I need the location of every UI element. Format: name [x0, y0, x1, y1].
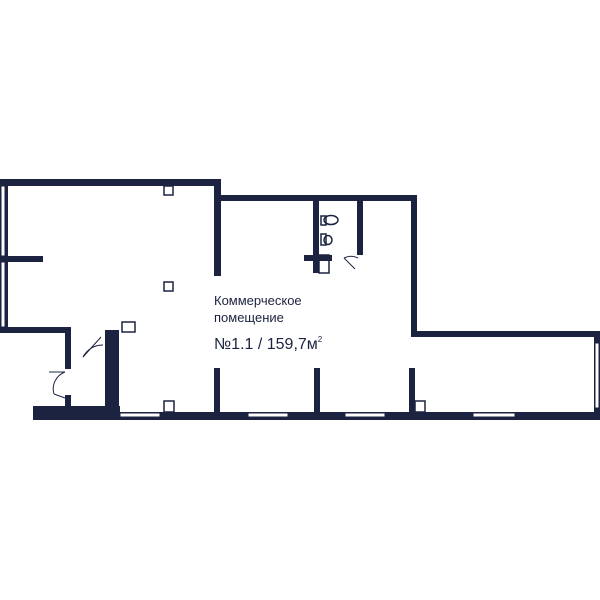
entry-doors [49, 336, 104, 399]
window-icon [472, 412, 516, 418]
window-icon [247, 412, 289, 418]
window-icon [0, 185, 6, 257]
door-swing-icon [343, 255, 359, 270]
room-number-area: №1.1 / 159,7м2 [214, 329, 322, 356]
room-label: Коммерческое помещение №1.1 / 159,7м2 [214, 292, 322, 356]
column-icon [121, 321, 136, 333]
room-name-line1: Коммерческое [214, 293, 302, 308]
room-name-line2: помещение [214, 310, 284, 325]
area-unit-superscript: 2 [317, 335, 323, 344]
door-swing-icon [49, 371, 66, 399]
window-icon [0, 261, 6, 328]
window-icon [119, 412, 161, 418]
columns [121, 185, 426, 413]
toilet-icon [320, 214, 339, 226]
door-swing-icon [82, 336, 104, 358]
room-number: №1.1 / 159,7м [214, 336, 318, 353]
window-icon [594, 342, 600, 409]
interior-walls [214, 195, 415, 413]
windows [0, 185, 600, 418]
window-icon [344, 412, 386, 418]
column-icon [414, 400, 426, 413]
column-icon [163, 400, 175, 413]
column-icon [163, 185, 174, 196]
column-icon [318, 254, 330, 274]
wc-fixtures [320, 214, 359, 270]
sink-icon [320, 233, 333, 246]
column-icon [163, 281, 174, 292]
